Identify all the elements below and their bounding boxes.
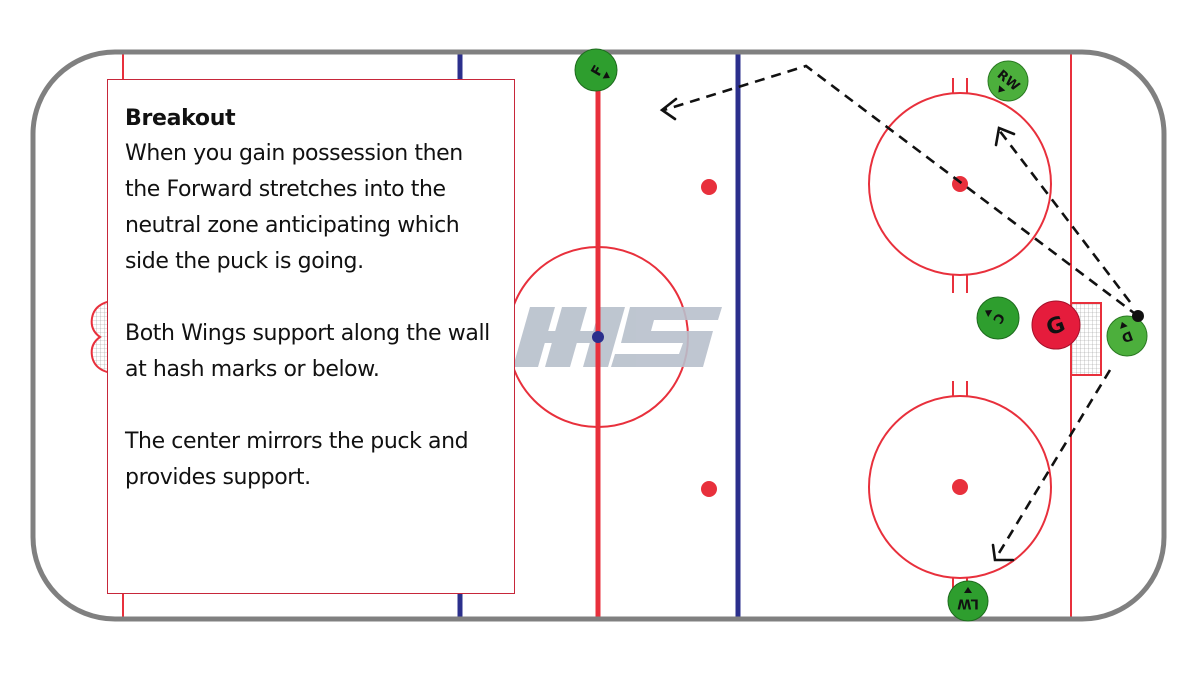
watermark-logo: [513, 307, 722, 367]
player-center[interactable]: C: [976, 296, 1020, 340]
player-left-wing-label: LW: [957, 596, 979, 611]
player-right-wing[interactable]: RW: [987, 60, 1029, 102]
player-forward[interactable]: F: [574, 48, 618, 92]
panel-paragraph-2: Both Wings support along the wall at has…: [125, 321, 490, 382]
dashed-arrow-icon: [663, 64, 1139, 559]
panel-title: Breakout: [125, 106, 236, 131]
player-defense[interactable]: D: [1106, 315, 1148, 357]
panel-paragraph-3: The center mirrors the puck and provides…: [125, 429, 469, 490]
info-panel: Breakout When you gain possession then t…: [107, 79, 515, 594]
puck-icon[interactable]: [1132, 310, 1144, 322]
panel-paragraph-1: When you gain possession then the Forwar…: [125, 141, 463, 274]
route-puck-to-forward: [663, 64, 1139, 318]
player-goalie[interactable]: G: [1031, 300, 1081, 350]
center-faceoff-dot: [592, 331, 604, 343]
neutral-zone-dot-top: [701, 179, 717, 195]
neutral-zone-dot-bottom: [701, 481, 717, 497]
route-defense-to-right-wing: [997, 129, 1132, 303]
route-defense-to-left-wing: [994, 369, 1112, 559]
player-defense-label: D: [1119, 327, 1134, 345]
arrowheads: [659, 97, 1016, 562]
player-left-wing[interactable]: LW: [947, 580, 989, 622]
